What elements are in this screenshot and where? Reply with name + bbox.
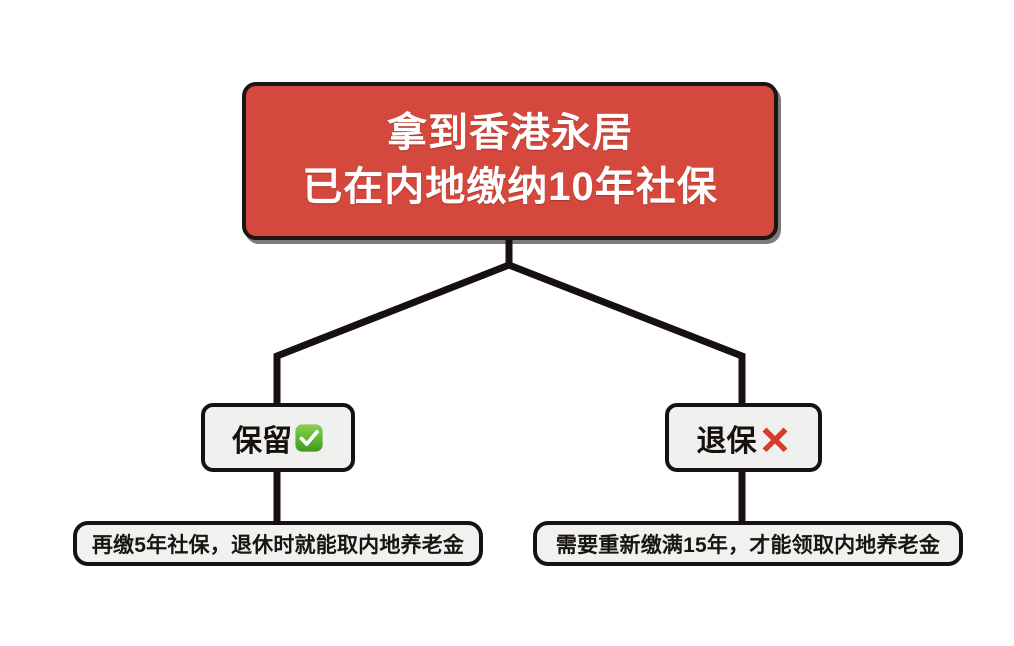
- branch-node-keep: 保留: [201, 403, 355, 472]
- leaf-node-quit-label: 需要重新缴满15年，才能领取内地养老金: [555, 533, 941, 557]
- root-node: 拿到香港永居 已在内地缴纳10年社保: [242, 82, 778, 240]
- branch-node-quit: 退保: [665, 403, 822, 472]
- root-node-line-1: 拿到香港永居: [387, 111, 633, 156]
- branch-node-keep-label: 保留: [232, 416, 324, 460]
- branch-keep-text: 保留: [232, 424, 292, 458]
- cross-mark-icon: [759, 422, 791, 454]
- white-heavy-check-mark-icon: [294, 423, 324, 453]
- connector-left-branch: [273, 261, 511, 405]
- branch-quit-text: 退保: [696, 424, 757, 458]
- connector-right-branch: [507, 261, 746, 405]
- leaf-node-keep: 再缴5年社保，退休时就能取内地养老金: [73, 521, 483, 566]
- leaf-node-keep-label: 再缴5年社保，退休时就能取内地养老金: [91, 533, 465, 557]
- root-node-line-2: 已在内地缴纳10年社保: [302, 165, 718, 209]
- leaf-node-quit: 需要重新缴满15年，才能领取内地养老金: [533, 521, 963, 566]
- branch-node-quit-label: 退保: [697, 416, 791, 460]
